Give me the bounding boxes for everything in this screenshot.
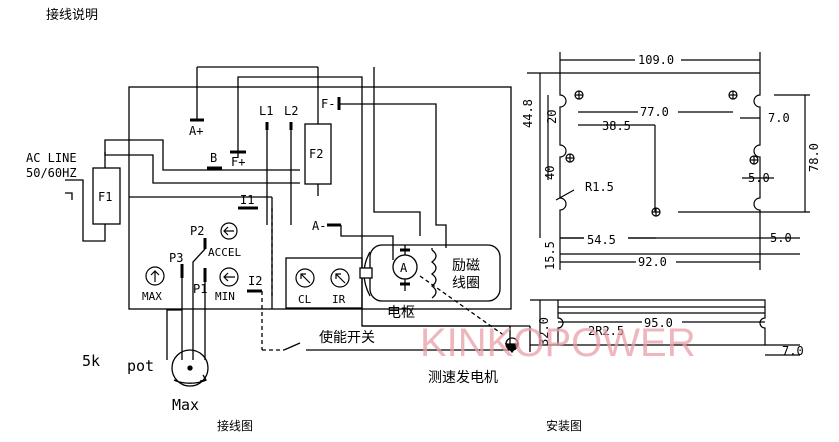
pot-label: pot <box>127 357 154 375</box>
dim-78: 78.0 <box>807 143 821 172</box>
dim-38-5: 38.5 <box>602 119 631 133</box>
frequency-label: 50/60HZ <box>26 166 77 180</box>
dim-2r2-5: 2R2.5 <box>588 324 624 338</box>
terminal-f-minus: F- <box>321 97 335 111</box>
watermark: KINKOPOWER <box>420 321 696 365</box>
terminal-l2: L2 <box>284 104 298 118</box>
wiring-caption: 接线图 <box>217 418 253 433</box>
accel-pot-icon <box>220 222 238 240</box>
dim-44-8: 44.8 <box>521 99 535 128</box>
min-label: MIN <box>215 290 235 303</box>
dim-92: 92.0 <box>638 255 667 269</box>
fuse-f1 <box>92 167 121 225</box>
terminal-p3: P3 <box>169 251 183 265</box>
pot-value-label: 5k <box>82 352 100 370</box>
terminal-i2: I2 <box>248 274 262 288</box>
dim-15-5: 15.5 <box>543 241 557 270</box>
enable-switch-label: 使能开关 <box>319 329 375 346</box>
terminal-f-plus: F+ <box>231 155 245 169</box>
dim-95: 95.0 <box>644 316 673 330</box>
ir-label: IR <box>332 293 346 306</box>
max-pot-icon <box>145 266 165 286</box>
pot-5k <box>171 349 209 387</box>
terminal-b: B <box>210 151 217 165</box>
field-coil-label: 励磁线圈 <box>452 258 480 292</box>
accel-label: ACCEL <box>208 246 241 259</box>
cl-label: CL <box>298 293 312 306</box>
terminal-a-plus: A+ <box>189 124 203 138</box>
ac-line-label: AC LINE <box>26 151 77 165</box>
dim-54-5: 54.5 <box>587 233 616 247</box>
fuse-f1-label: F1 <box>98 190 112 204</box>
terminal-a-minus: A- <box>312 219 326 233</box>
mounting-caption: 安装图 <box>546 418 582 433</box>
dim-5-low: 5.0 <box>770 231 792 245</box>
dim-32: 32.0 <box>537 317 551 346</box>
pot-max-label: Max <box>172 396 199 414</box>
armature-label: 电枢 <box>387 305 415 321</box>
fuse-f2-label: F2 <box>309 147 323 161</box>
min-pot-icon <box>219 267 239 287</box>
terminal-p2: P2 <box>190 224 204 238</box>
dim-20: 20 <box>545 110 559 124</box>
armature-glyph: A <box>400 261 408 275</box>
wiring-diagram <box>65 66 531 387</box>
terminal-p1: P1 <box>193 282 207 296</box>
controller-outline <box>128 86 512 310</box>
dim-7-top: 7.0 <box>768 111 790 125</box>
motor-armature <box>359 244 506 337</box>
dim-7-side: 7.0 <box>782 344 804 358</box>
dim-5-mid: 5.0 <box>748 171 770 185</box>
page-title: 接线说明 <box>46 7 98 23</box>
tachometer-label: 测速发电机 <box>428 370 498 386</box>
cl-pot-icon <box>295 268 315 288</box>
terminal-i1: I1 <box>240 193 254 207</box>
mounting-diagram <box>527 52 810 356</box>
dim-40: 40 <box>543 166 557 180</box>
dim-77: 77.0 <box>640 105 669 119</box>
max-label: MAX <box>142 290 162 303</box>
terminal-l1: L1 <box>259 104 273 118</box>
tachometer-generator <box>504 337 520 354</box>
dim-r1-5: R1.5 <box>585 180 614 194</box>
dim-109: 109.0 <box>638 53 674 67</box>
ir-pot-icon <box>330 268 350 288</box>
